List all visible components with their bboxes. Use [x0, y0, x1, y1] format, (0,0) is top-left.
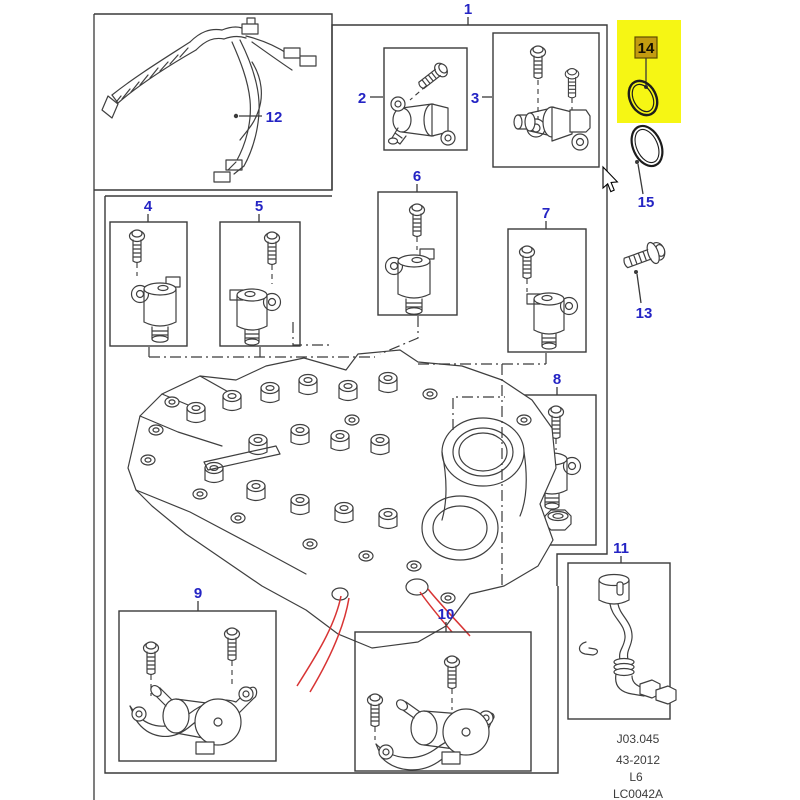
callout-labels: 1 2 3 4 5 6 7 8 9 10 11 12 13 15: [144, 1, 655, 632]
drawing-references: J03.045 43-2012 L6 LC0042A: [613, 732, 663, 800]
locator-lines: [148, 316, 547, 585]
solenoid-2: [387, 96, 456, 146]
part-15: [630, 124, 664, 195]
part-9-box: [118, 610, 277, 762]
callout-2-label[interactable]: 2: [358, 90, 366, 107]
callout-5-label[interactable]: 5: [255, 198, 263, 215]
solenoid-10: [375, 699, 495, 771]
callout-1-label[interactable]: 1: [464, 1, 472, 18]
highlight-region-14: 14: [617, 20, 681, 123]
callout-11-label[interactable]: 11: [613, 540, 629, 557]
red-leader-lines: [296, 588, 471, 693]
callout-4-label[interactable]: 4: [144, 198, 153, 215]
reference-number-2: 43-2012: [616, 753, 660, 767]
valve-body-drawing: [127, 349, 557, 649]
solenoid-9: [129, 684, 258, 755]
o-ring-15: [630, 124, 664, 168]
callout-13-label[interactable]: 13: [636, 305, 653, 322]
callout-12-label[interactable]: 12: [266, 109, 283, 126]
callout-10-label[interactable]: 10: [438, 606, 455, 623]
callout-8-label[interactable]: 8: [553, 371, 561, 388]
harness-drawing: [101, 17, 317, 183]
callout-9-label[interactable]: 9: [194, 585, 202, 602]
part-11-box: [567, 562, 677, 720]
callout-3-label[interactable]: 3: [471, 90, 479, 107]
yellow-highlight: [617, 20, 681, 123]
reference-number-3: L6: [629, 770, 643, 784]
reference-number-4: LC0042A: [613, 787, 663, 800]
part-6-box: [377, 191, 458, 316]
callout-15-label[interactable]: 15: [638, 194, 655, 211]
frame-lines: [93, 13, 608, 800]
part-2-box: [383, 47, 468, 151]
part-3-box: [492, 32, 600, 168]
sensor-11: [578, 573, 677, 705]
reference-number-1: J03.045: [617, 732, 660, 746]
mouse-cursor-icon: [602, 165, 619, 193]
part-13: [623, 241, 666, 304]
part-7-box: [507, 228, 587, 353]
nut-8: [544, 509, 572, 531]
callout-6-label[interactable]: 6: [413, 168, 421, 185]
callout-7-label[interactable]: 7: [542, 205, 550, 222]
part-5-box: [219, 221, 301, 347]
callout-14-label[interactable]: 14: [638, 40, 655, 57]
part-10-box: [354, 631, 532, 772]
o-ring-14: [627, 79, 659, 117]
regulator-3: [513, 106, 591, 151]
part-4-box: [109, 221, 188, 347]
